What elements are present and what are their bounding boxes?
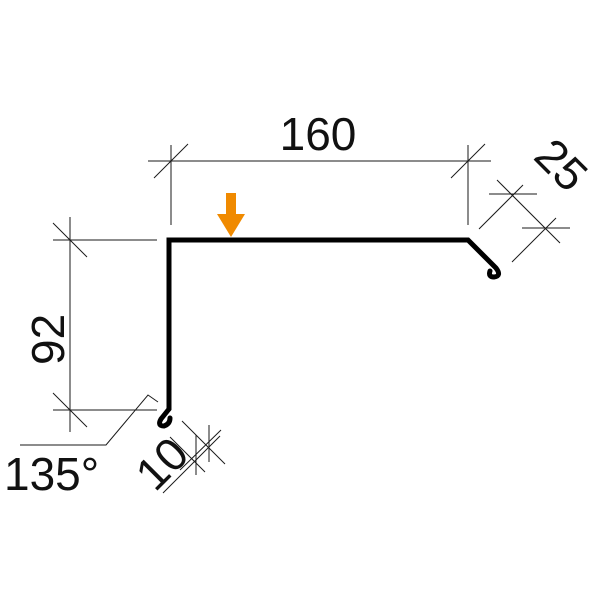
label-angle: 135° [4, 448, 99, 500]
bottom-hem [157, 406, 173, 429]
label-top-width: 160 [280, 108, 357, 160]
dimension-right-hem [440, 145, 570, 263]
angle-indicator [20, 394, 159, 446]
dimension-bottom-hem [162, 420, 226, 494]
profile-outline [166, 237, 502, 412]
label-bottom-hem: 10 [125, 427, 198, 500]
label-right-hem: 25 [525, 128, 598, 201]
dimension-left-height [52, 217, 157, 432]
label-left-height: 92 [22, 314, 74, 365]
arrow-down-icon [217, 193, 245, 237]
